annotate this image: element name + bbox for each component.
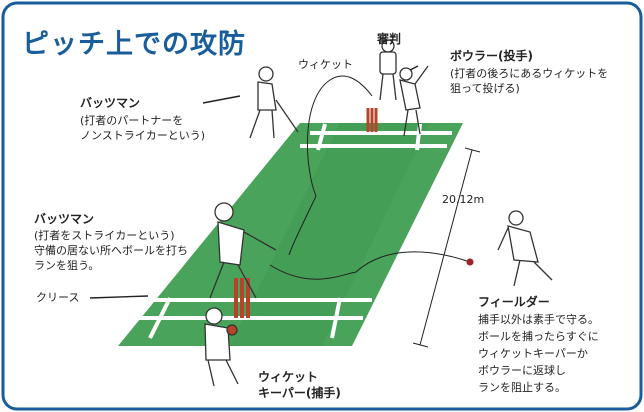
non-striker-desc-2: ノンストライカーという)	[80, 129, 206, 142]
fielder-desc-2: ボールを捕ったらすぐに	[478, 330, 599, 343]
keeper-title-2: キーパー(捕手)	[258, 386, 341, 400]
crease-label: クリース	[36, 291, 80, 304]
bowler-title: ボウラー(投手)	[450, 49, 533, 63]
bowler-desc-2: 狙って投げる)	[450, 82, 520, 95]
striker-title: バッツマン	[34, 212, 95, 226]
bowler-desc-1: (打者の後ろにあるウィケットを	[450, 67, 609, 80]
near-wicket-stumps	[234, 278, 250, 318]
figure-non-striker	[249, 66, 299, 139]
far-crease-lines	[300, 123, 452, 151]
far-wicket-stumps	[366, 108, 378, 132]
striker-desc-1: (打者をストライカーという)	[34, 229, 175, 242]
page-title: ピッチ上での攻防	[22, 29, 246, 60]
striker-desc-2: 守備の居ない所へボールを打ち	[34, 244, 188, 257]
non-striker-desc-1: (打者のパートナーを	[80, 114, 184, 127]
cricket-ball	[466, 258, 474, 266]
fielder-desc-5: ランを阻止する。	[478, 381, 566, 394]
pointer-lines	[89, 65, 419, 299]
pitch-distance: 20.12m	[442, 193, 485, 206]
umpire-label: 審判	[377, 32, 402, 46]
figure-umpire	[379, 39, 397, 101]
figure-fielder	[497, 210, 553, 287]
fielder-title: フィールダー	[478, 295, 550, 309]
figure-striker	[209, 202, 277, 299]
ball-trajectories	[269, 75, 471, 280]
distance-marker	[412, 147, 481, 348]
pitch-strip	[230, 123, 430, 346]
wicket-label: ウィケット	[298, 58, 353, 71]
figure-keeper	[204, 307, 239, 387]
fielder-desc-1: 捕手以外は素手で守る。	[478, 313, 599, 326]
keeper-title-1: ウィケット	[258, 370, 319, 384]
striker-desc-3: ランを狙う。	[34, 259, 100, 272]
fielder-desc-3: ウィケットキーパーか	[478, 347, 588, 360]
non-striker-title: バッツマン	[80, 96, 141, 110]
figure-bowler	[399, 65, 429, 137]
fielder-desc-4: ボウラーに返球し	[478, 364, 566, 377]
